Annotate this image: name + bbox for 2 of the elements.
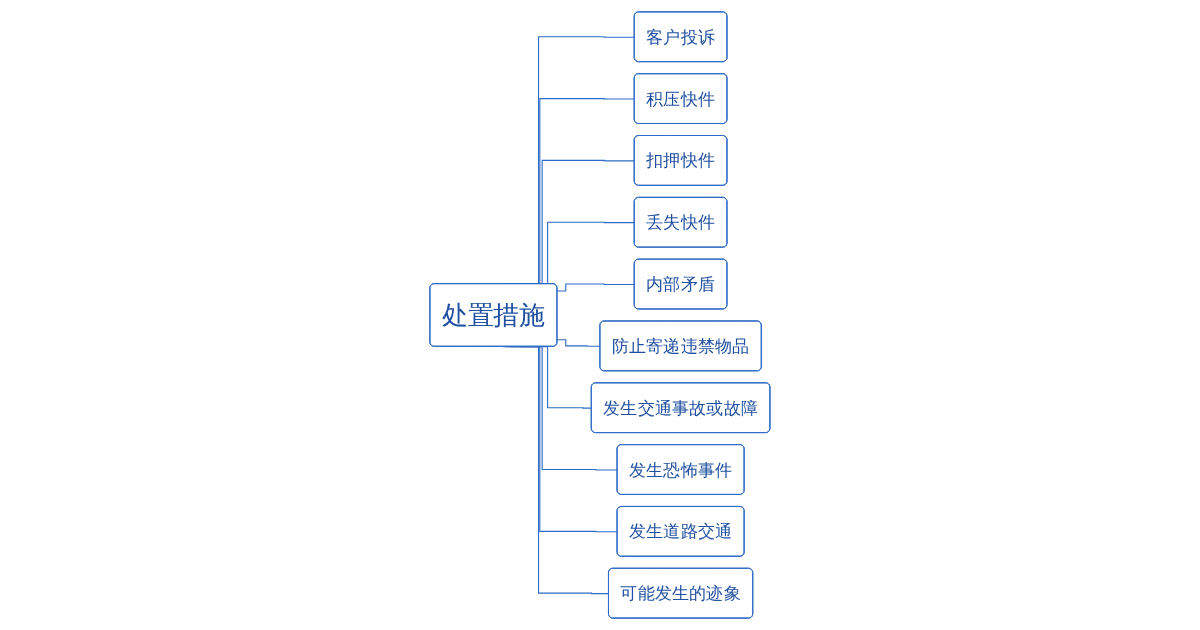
connector: [556, 283, 636, 292]
connector: [556, 339, 601, 347]
